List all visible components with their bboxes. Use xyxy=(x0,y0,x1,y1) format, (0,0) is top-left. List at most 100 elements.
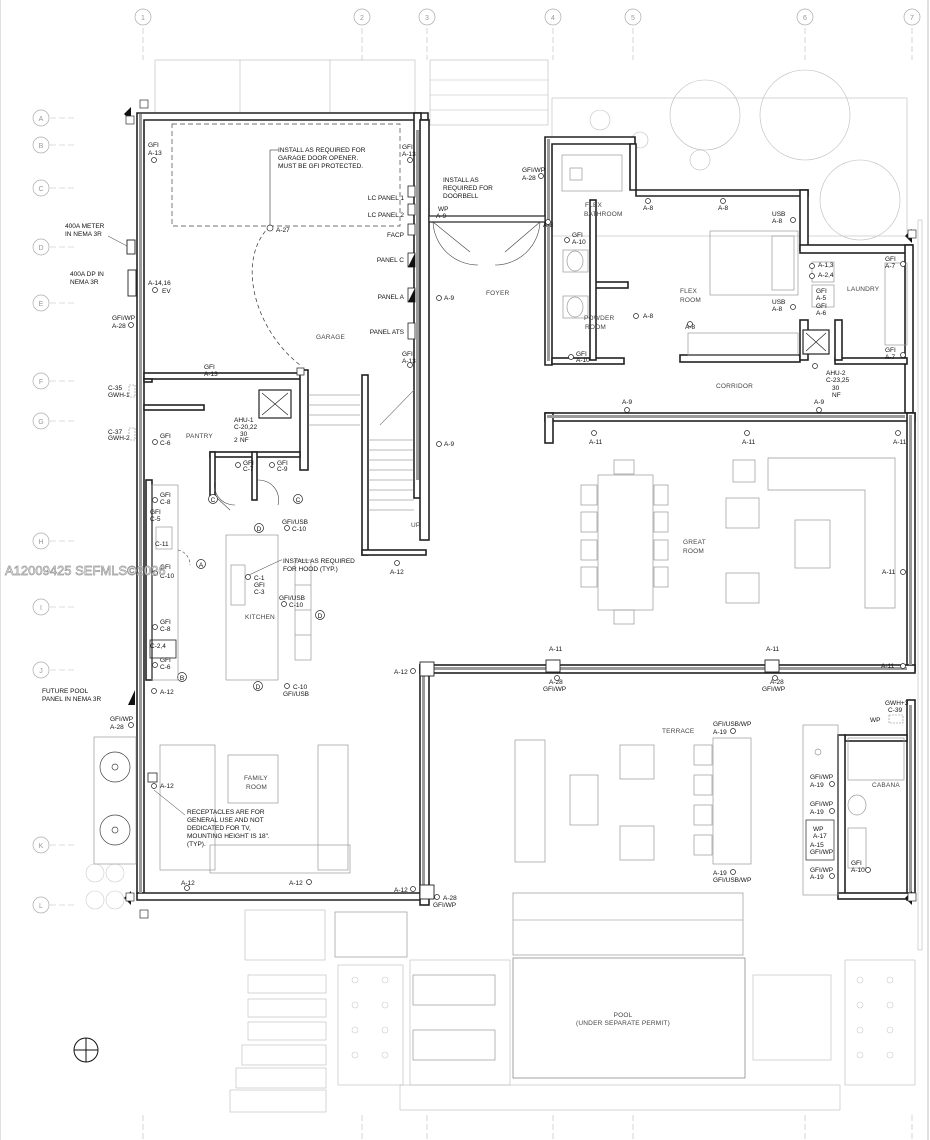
note-dp-1: 400A DP IN xyxy=(70,271,104,278)
note-pool-panel-1: FUTURE POOL xyxy=(42,688,89,695)
circuit-label: GFI/WP xyxy=(810,774,833,781)
circuit-label: A-10 xyxy=(851,867,865,874)
circuit-label: A-13 xyxy=(402,358,416,365)
grid-row-label: K xyxy=(39,843,44,850)
circuit-label: A-28 xyxy=(112,323,126,330)
circuit-label: A-15 xyxy=(810,842,824,849)
pool-label: POOL xyxy=(614,1012,633,1019)
circuit-label: A-8 xyxy=(543,222,554,229)
circuit-label: GFI/WP xyxy=(522,167,545,174)
circuit-label: GFI xyxy=(572,232,583,239)
circuit-label: A-8 xyxy=(772,306,783,313)
grid-row-label: B xyxy=(39,143,44,150)
circuit-label: A-12 xyxy=(160,689,174,696)
circuit-label: A-19 xyxy=(810,782,824,789)
corner-tags xyxy=(125,99,917,919)
circuit-label: A-12 xyxy=(394,669,408,676)
circuit-label: GFI/USB xyxy=(283,691,309,698)
circuit-label: GFI xyxy=(160,433,171,440)
circuit-label: GFI xyxy=(148,142,159,149)
grid-row-label: G xyxy=(38,419,43,426)
note-receptacles-2: GENERAL USE AND NOT xyxy=(187,817,264,824)
circuit-label: A-19 xyxy=(713,729,727,736)
grid-row-label: H xyxy=(38,539,43,546)
room-flex-1: FLEX xyxy=(680,288,698,295)
circuit-label: GFI xyxy=(160,657,171,664)
circuit-label: USB xyxy=(772,211,785,218)
circuit-label: A-12 xyxy=(390,569,404,576)
grid-row-label: I xyxy=(40,605,42,612)
circuit-label: C-8 xyxy=(160,499,171,506)
family-room: FAMILY ROOM A-12 A-12 A-12 A-12 RECEPTAC… xyxy=(42,688,408,958)
circuit-label: GFI xyxy=(277,460,288,467)
circuit-label: WP xyxy=(870,717,880,724)
note-receptacles-3: DEDICATED FOR TV, xyxy=(187,825,251,832)
room-flex-bath-2: BATHROOM xyxy=(584,211,623,218)
ahu2-circuit: C-23,25 xyxy=(826,377,850,384)
note-doorbell-1: INSTALL AS xyxy=(443,177,479,184)
ahu1-nf: NF xyxy=(240,437,249,444)
grid-row-label: D xyxy=(38,245,43,252)
circuit-label: GFI/USB xyxy=(279,595,305,602)
grid-col-label: 1 xyxy=(141,15,145,22)
circuit-label: C-10 xyxy=(160,573,174,580)
facp-label: FACP xyxy=(387,232,404,239)
circuit-label: GFI/WP xyxy=(543,686,566,693)
circuit-label: C-37 xyxy=(108,429,122,436)
grid-col-label: 6 xyxy=(803,15,807,22)
circuit-label: GFI xyxy=(160,564,171,571)
circuit-label: GFI xyxy=(160,492,171,499)
circuit-label: GFI/WP xyxy=(112,315,135,322)
grid-row-label: J xyxy=(39,668,43,675)
terrace-cabana: A-28 GFI/WP A-28 GFI/WP TERRACE CABANA G… xyxy=(394,675,909,909)
circuit-label: C-3 xyxy=(254,589,265,596)
circuit-label: A-12 xyxy=(160,783,174,790)
tag-label: A xyxy=(199,562,204,569)
grid-col-label: 7 xyxy=(910,15,914,22)
tag-label: B xyxy=(180,675,184,682)
circuit-label: C-10 xyxy=(289,602,303,609)
circuit-label: A-8 xyxy=(643,313,654,320)
circuit-label: WP xyxy=(438,206,448,213)
circuit-label: A-1,3 xyxy=(818,262,834,269)
circuit-label: A-28 xyxy=(443,895,457,902)
panel-a-label: PANEL A xyxy=(378,294,405,301)
tag-label: C xyxy=(211,497,216,504)
circuit-label: C-6 xyxy=(160,440,171,447)
circuit-label: A-8 xyxy=(772,218,783,225)
circuit-label: USB xyxy=(772,299,785,306)
room-powder-1: POWDER xyxy=(584,315,615,322)
north-arrow-icon xyxy=(73,1037,99,1063)
circuit-label: A-10 xyxy=(576,357,590,364)
flex-wing: FLEX BATHROOM FLEX ROOM POWDER ROOM LAUN… xyxy=(543,154,908,413)
circuit-label: WP xyxy=(813,826,823,833)
circuit-label: A-9 xyxy=(444,295,455,302)
circuit-label: A-28 xyxy=(549,679,563,686)
circuit-label: A-14,16 xyxy=(148,280,171,287)
panel-lc1-label: LC PANEL 1 xyxy=(368,195,405,202)
corner-markers xyxy=(124,107,912,905)
circuit-label: A-19 xyxy=(713,870,727,877)
grid-col-label: 2 xyxy=(360,15,364,22)
circuit-label: A-19 xyxy=(810,874,824,881)
circuit-label: A-9 xyxy=(436,213,447,220)
circuit-label: GFI xyxy=(402,144,413,151)
circuit-label: A-11 xyxy=(549,646,563,653)
room-garage: GARAGE xyxy=(316,334,345,341)
room-up: UP xyxy=(411,522,420,529)
garage: INSTALL AS REQUIRED FOR GARAGE DOOR OPEN… xyxy=(65,123,416,378)
room-cabana: CABANA xyxy=(872,782,900,789)
circuit-label: A-8 xyxy=(643,205,654,212)
circuit-label: GFI xyxy=(851,860,862,867)
circuit-label: A-12 xyxy=(289,880,303,887)
note-garage-opener-1: INSTALL AS REQUIRED FOR xyxy=(278,147,366,154)
note-hood-2: FOR HOOD (TYP.) xyxy=(283,566,338,573)
circuit-label: GFI/USB xyxy=(282,519,308,526)
note-pool-panel-2: PANEL IN NEMA 3R xyxy=(42,696,102,703)
circuit-label: A-13 xyxy=(204,371,218,378)
circuit-label: C-10 xyxy=(292,526,306,533)
circuit-label: A-2,4 xyxy=(818,272,834,279)
room-corridor: CORRIDOR xyxy=(716,383,753,390)
circuit-label: A-11 xyxy=(882,569,896,576)
